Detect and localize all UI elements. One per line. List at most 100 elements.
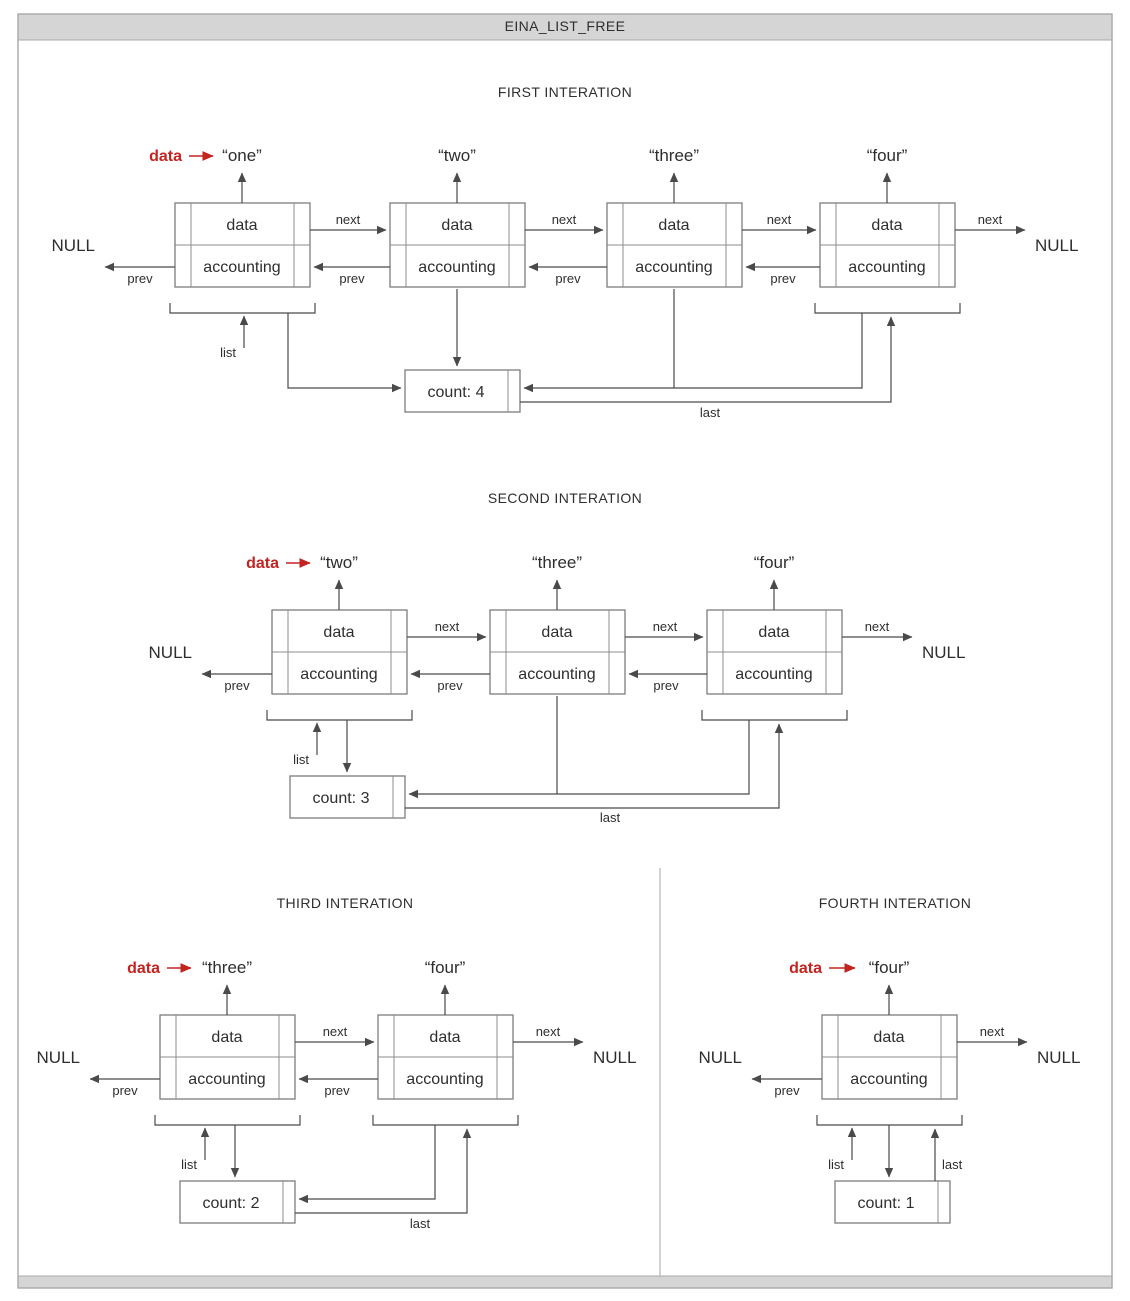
list-node: data accounting — [706, 609, 843, 695]
node-data-label: data — [541, 624, 572, 641]
null-label-right: NULL — [1035, 236, 1078, 255]
list-node: data accounting — [159, 1014, 296, 1100]
list-node: data accounting — [271, 609, 408, 695]
accounting-link-line — [408, 720, 750, 799]
node-string-label: “four” — [867, 146, 908, 165]
last-arrow — [295, 1128, 472, 1214]
accounting-link-line — [523, 313, 863, 393]
node-accounting-label: accounting — [735, 666, 812, 683]
node-bracket — [169, 303, 316, 314]
iteration-second-section: SECOND INTERATION data accounting “two” … — [149, 490, 966, 825]
node-string-label: “three” — [202, 958, 252, 977]
prev-label: prev — [774, 1083, 800, 1098]
next-label: next — [323, 1024, 348, 1039]
node-bracket — [266, 710, 413, 721]
accounting-link-line — [287, 313, 402, 393]
last-arrow — [520, 316, 896, 403]
null-label-left: NULL — [37, 1048, 80, 1067]
count-box: count: 3 — [289, 775, 406, 819]
count-label: count: 3 — [313, 790, 370, 807]
node-data-label: data — [211, 1029, 242, 1046]
count-box: count: 1 — [834, 1180, 951, 1224]
count-box: count: 4 — [404, 369, 521, 413]
iteration-title: FIRST INTERATION — [498, 84, 632, 100]
prev-label: prev — [127, 271, 153, 286]
node-accounting-label: accounting — [635, 259, 712, 276]
null-label-right: NULL — [922, 643, 965, 662]
node-data-label: data — [323, 624, 354, 641]
list-label: list — [828, 1157, 844, 1172]
prev-label: prev — [324, 1083, 350, 1098]
list-node: data accounting — [606, 202, 743, 288]
node-string-label: “four” — [869, 958, 910, 977]
data-pointer-label: data — [149, 148, 182, 165]
accounting-link-line — [298, 1125, 436, 1204]
next-label: next — [767, 212, 792, 227]
node-data-label: data — [873, 1029, 904, 1046]
null-label-right: NULL — [593, 1048, 636, 1067]
list-node: data accounting — [489, 609, 626, 695]
node-string-label: “one” — [222, 146, 262, 165]
next-label: next — [865, 619, 890, 634]
node-string-label: “two” — [320, 553, 358, 572]
prev-label: prev — [653, 678, 679, 693]
list-node: data accounting — [819, 202, 956, 288]
last-label: last — [700, 405, 721, 420]
count-label: count: 4 — [428, 384, 485, 401]
iteration-third-section: THIRD INTERATION data accounting “three”… — [37, 895, 637, 1231]
list-node: data accounting — [174, 202, 311, 288]
node-string-label: “four” — [754, 553, 795, 572]
header-title: EINA_LIST_FREE — [505, 18, 626, 34]
node-accounting-label: accounting — [518, 666, 595, 683]
list-node: data accounting — [377, 1014, 514, 1100]
next-label: next — [336, 212, 361, 227]
prev-label: prev — [112, 1083, 138, 1098]
node-accounting-label: accounting — [188, 1071, 265, 1088]
null-label-right: NULL — [1037, 1048, 1080, 1067]
prev-label: prev — [339, 271, 365, 286]
node-accounting-label: accounting — [406, 1071, 483, 1088]
next-label: next — [978, 212, 1003, 227]
node-data-label: data — [441, 217, 472, 234]
footer-bar — [17, 1275, 1113, 1289]
node-string-label: “two” — [438, 146, 476, 165]
node-data-label: data — [429, 1029, 460, 1046]
node-string-label: “three” — [532, 553, 582, 572]
prev-label: prev — [770, 271, 796, 286]
node-data-label: data — [226, 217, 257, 234]
list-node: data accounting — [389, 202, 526, 288]
data-pointer-label: data — [127, 960, 160, 977]
null-label-left: NULL — [149, 643, 192, 662]
iteration-title: FOURTH INTERATION — [819, 895, 972, 911]
header-bar — [17, 13, 1113, 41]
null-label-left: NULL — [52, 236, 95, 255]
iteration-fourth-section: FOURTH INTERATION data accounting “four”… — [699, 895, 1080, 1224]
node-accounting-label: accounting — [300, 666, 377, 683]
next-label: next — [536, 1024, 561, 1039]
list-label: list — [181, 1157, 197, 1172]
count-label: count: 2 — [203, 1195, 260, 1212]
list-label: list — [293, 752, 309, 767]
node-accounting-label: accounting — [850, 1071, 927, 1088]
iteration-title: THIRD INTERATION — [277, 895, 414, 911]
list-node: data accounting — [821, 1014, 958, 1100]
list-label: list — [220, 345, 236, 360]
last-label: last — [942, 1157, 963, 1172]
last-label: last — [410, 1216, 431, 1231]
count-box: count: 2 — [179, 1180, 296, 1224]
node-accounting-label: accounting — [418, 259, 495, 276]
node-data-label: data — [758, 624, 789, 641]
last-label: last — [600, 810, 621, 825]
next-label: next — [552, 212, 577, 227]
count-label: count: 1 — [858, 1195, 915, 1212]
node-bracket — [701, 710, 848, 721]
null-label-left: NULL — [699, 1048, 742, 1067]
node-string-label: “four” — [425, 958, 466, 977]
next-label: next — [653, 619, 678, 634]
node-bracket — [816, 1115, 963, 1126]
page-border — [17, 13, 1113, 1289]
node-bracket — [814, 303, 961, 314]
last-arrow — [405, 723, 784, 809]
